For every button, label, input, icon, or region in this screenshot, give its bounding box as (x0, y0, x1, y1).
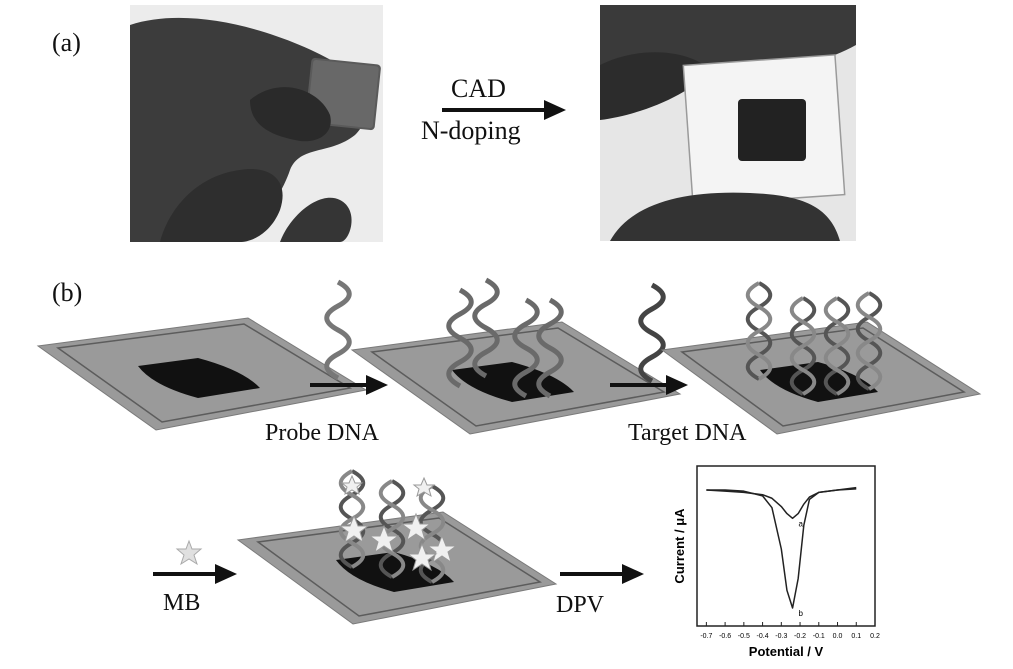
arrow-mb (153, 564, 237, 584)
arrow-cad (442, 100, 566, 120)
x-tick-label: -0.6 (719, 633, 731, 640)
photo-slide-with-foam (600, 5, 856, 241)
y-axis-label: Current / μA (672, 508, 687, 584)
step-label-probe-dna: Probe DNA (265, 420, 379, 446)
x-axis-label: Potential / V (749, 644, 824, 659)
arrow-label-n-doping: N-doping (421, 116, 521, 145)
double-helices (745, 281, 883, 396)
series-b-line (706, 486, 857, 609)
probe-strands (446, 277, 564, 399)
x-tick-label: -0.3 (775, 633, 787, 640)
target-dna-icon (638, 282, 666, 384)
x-tick-label: 0.0 (833, 633, 843, 640)
electrode-mb (236, 511, 558, 625)
x-tick-label: -0.2 (794, 633, 806, 640)
arrow-probe-dna (310, 375, 388, 395)
step-label-mb: MB (163, 590, 201, 616)
probe-dna-icon (324, 279, 352, 381)
helices-with-mb (338, 469, 458, 584)
panel-a-label: (a) (52, 28, 81, 57)
step-label-target-dna: Target DNA (628, 420, 747, 446)
arrow-dpv (560, 564, 644, 584)
x-tick-label: 0.1 (851, 633, 861, 640)
electrode-bare (36, 317, 368, 431)
series-a-label: a (799, 519, 804, 528)
step-label-dpv: DPV (556, 592, 605, 618)
electrode-hybridized (660, 321, 982, 435)
foam-on-slide (738, 99, 806, 161)
x-tick-label: -0.1 (813, 633, 825, 640)
plot-frame (696, 465, 876, 627)
dpv-chart: -0.7 -0.6 -0.5 -0.4 -0.3 -0.2 -0.1 0.0 0.1 0.2 a b… (672, 465, 880, 659)
mb-star-icon (175, 539, 203, 566)
arrow-label-cad: CAD (451, 74, 506, 103)
series-b-label: b (799, 609, 804, 618)
photo-hand-holding-foam (130, 5, 383, 242)
x-tick-label: -0.7 (700, 633, 712, 640)
x-tick-label: 0.2 (870, 633, 880, 640)
x-tick-label: -0.4 (757, 633, 769, 640)
arrow-target-dna (610, 375, 688, 395)
panel-b-label: (b) (52, 278, 83, 307)
x-tick-label: -0.5 (738, 633, 750, 640)
